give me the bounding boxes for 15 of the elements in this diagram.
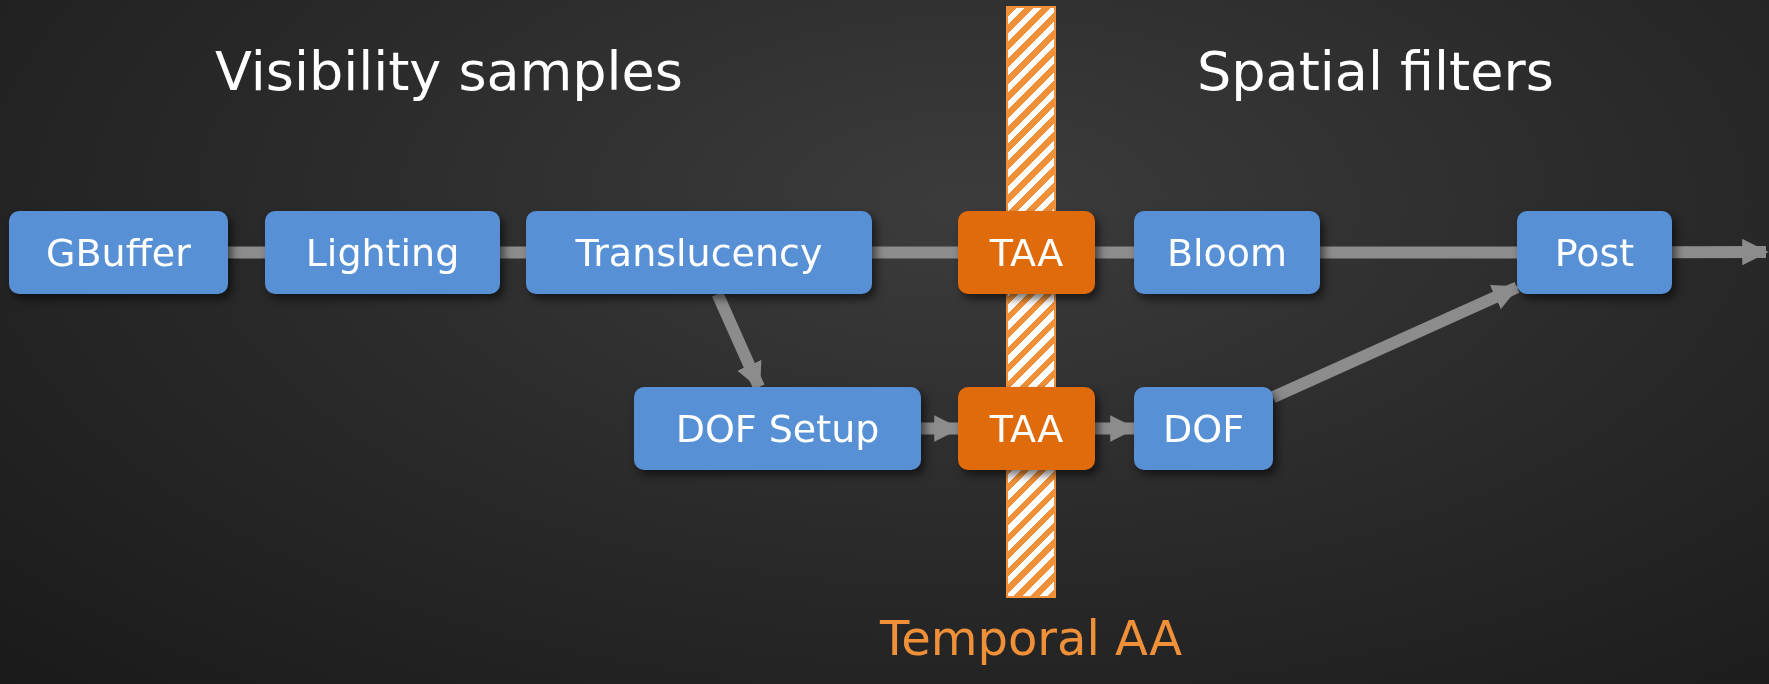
process-box: DOF (1134, 387, 1273, 470)
process-box: DOF Setup (634, 387, 921, 470)
process-box: TAA (958, 387, 1095, 470)
band-label: Temporal AA (880, 610, 1182, 666)
process-box: Lighting (265, 211, 500, 294)
arrow (1270, 281, 1520, 403)
process-box: Translucency (526, 211, 872, 294)
process-box: Post (1517, 211, 1672, 294)
process-box: GBuffer (9, 211, 228, 294)
process-box: TAA (958, 211, 1095, 294)
process-box: Bloom (1134, 211, 1320, 294)
arrow (712, 291, 765, 390)
arrow (1672, 238, 1769, 266)
section-heading: Spatial filters (1197, 40, 1554, 103)
section-heading: Visibility samples (215, 40, 683, 103)
